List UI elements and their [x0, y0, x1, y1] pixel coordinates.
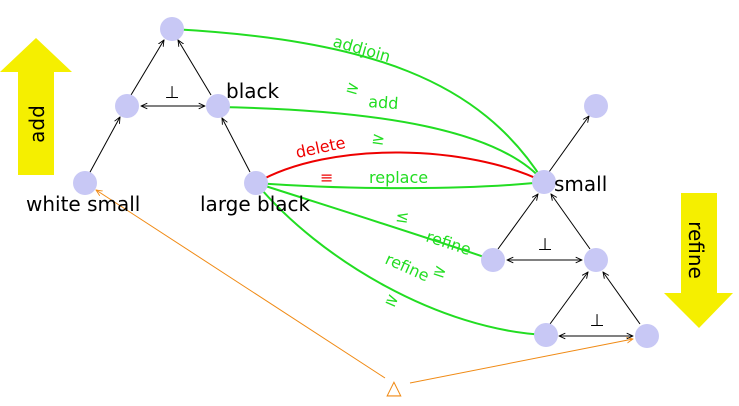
- perp-left: ⊥: [165, 83, 180, 103]
- nodes: [73, 17, 659, 348]
- label-refine-lower: refine: [382, 249, 432, 285]
- label-refine-lower-rel: ≥: [382, 288, 402, 311]
- refine-arrow: refine: [664, 193, 733, 328]
- edge-small-to-top-right: [548, 116, 589, 173]
- orange-edge-to-right-node: [409, 339, 633, 384]
- perp-right-lower: ⊥: [590, 311, 605, 331]
- label-white-small: white small: [26, 192, 140, 216]
- node-bottom-right: [635, 324, 659, 348]
- edge-bottom-left-to-mid-right: [549, 272, 588, 325]
- label-addjoin-rel: ≥: [344, 77, 362, 99]
- label-black: black: [226, 79, 280, 103]
- label-add-rel: ≥: [370, 128, 386, 149]
- node-mid-right: [584, 248, 608, 272]
- lattice-edges: [88, 40, 641, 336]
- label-refine-upper-rel: ≥: [431, 260, 450, 282]
- node-white-small: [73, 171, 97, 195]
- refine-upper-edge: [255, 182, 494, 261]
- node-bottom-left: [534, 323, 558, 347]
- label-replace-rel: ≤: [394, 206, 410, 227]
- label-replace: replace: [369, 168, 428, 187]
- add-edge: [217, 106, 545, 183]
- node-small: [532, 170, 556, 194]
- add-arrow-label: add: [25, 105, 49, 143]
- green-edges: [171, 28, 547, 336]
- edge-black-to-top: [178, 40, 212, 96]
- label-delete-rel: ≡: [320, 168, 333, 187]
- edge-large-black-to-black: [222, 118, 251, 173]
- replace-edge: [255, 181, 545, 190]
- label-small: small: [554, 172, 607, 196]
- label-refine-upper: refine: [424, 227, 474, 259]
- edge-mid-left-to-small: [497, 194, 538, 250]
- label-delete: delete: [294, 133, 347, 162]
- delete-edge: [255, 151, 545, 184]
- node-black: [206, 94, 230, 118]
- addjoin-edge: [171, 28, 545, 183]
- orange-edge-to-white-small: [96, 190, 386, 379]
- add-arrow-shape: [0, 38, 72, 175]
- triangle-symbol: △: [386, 375, 402, 399]
- edge-labels: addjoin ≥ add ≥ replace ≤ refine ≥ refin…: [331, 32, 474, 312]
- label-add: add: [368, 92, 399, 113]
- edge-mid-right-to-small: [551, 194, 591, 250]
- refine-arrow-label: refine: [684, 221, 708, 279]
- refine-arrow-shape: [664, 193, 733, 328]
- node-mid-left: [481, 248, 505, 272]
- orange-edges: [96, 190, 633, 384]
- add-arrow: add: [0, 38, 72, 175]
- perp-right-upper: ⊥: [538, 235, 553, 255]
- node-top-right: [584, 94, 608, 118]
- node-large-black: [244, 171, 268, 195]
- edge-bottom-right-to-mid-right: [603, 272, 641, 325]
- edge-white-small-to-left: [88, 117, 120, 175]
- refine-lower-edge: [255, 182, 547, 336]
- label-addjoin: addjoin: [331, 32, 393, 67]
- node-left: [115, 94, 139, 118]
- edge-left-to-top: [130, 40, 164, 96]
- node-top-left: [160, 17, 184, 41]
- label-large-black: large black: [200, 192, 311, 216]
